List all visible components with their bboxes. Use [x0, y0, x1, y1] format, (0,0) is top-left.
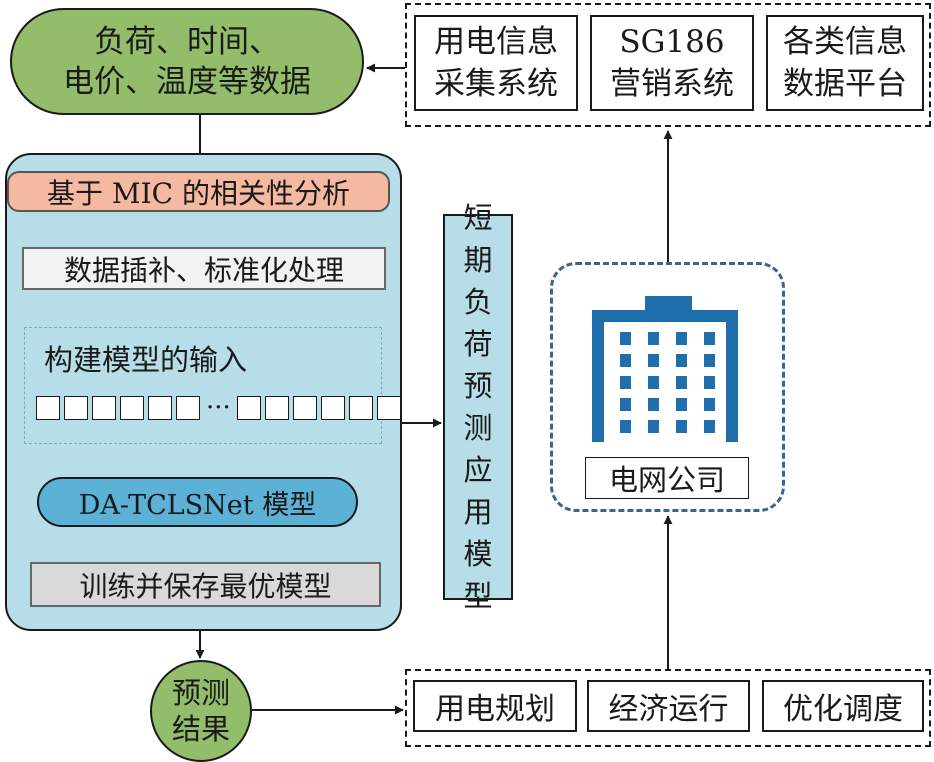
- model-input-group: [24, 327, 382, 444]
- input-square: [376, 396, 401, 420]
- system-marketing-line2: 营销系统: [610, 66, 734, 102]
- system-collection: 用电信息 采集系统: [414, 15, 578, 111]
- input-square: [36, 396, 60, 420]
- application-model-char: 负: [463, 285, 493, 319]
- model-input-title: 构建模型的输入: [44, 343, 248, 377]
- applications-group: [405, 669, 931, 747]
- input-square: [292, 396, 317, 420]
- input-square: [92, 396, 116, 420]
- building-window: [676, 398, 687, 411]
- input-square: [348, 396, 373, 420]
- data-source-line1: 负荷、时间、: [94, 23, 280, 60]
- building-window: [648, 420, 659, 433]
- building-window: [676, 332, 687, 345]
- building-window: [676, 354, 687, 367]
- application-economic: 经济运行: [587, 680, 750, 732]
- process-container: [5, 153, 402, 631]
- application-model-char: 型: [463, 579, 493, 613]
- system-marketing-line1: SG186: [619, 24, 725, 60]
- application-model-node: 短 期 负 荷 预 测 应 用 模 型: [443, 201, 513, 613]
- building-icon: [592, 296, 738, 442]
- building-window: [620, 332, 631, 345]
- system-data-platform: 各类信息 数据平台: [766, 15, 924, 111]
- input-square: [320, 396, 345, 420]
- result-node: 预测 结果: [150, 660, 252, 762]
- input-square: [176, 396, 200, 420]
- building-window: [704, 376, 715, 389]
- model-step: DA-TCLSNet 模型: [37, 477, 358, 527]
- building-window: [620, 398, 631, 411]
- input-ellipsis: ···: [206, 393, 231, 423]
- application-model-char: 应: [463, 453, 493, 487]
- building-window: [704, 354, 715, 367]
- company-frame: [550, 262, 785, 512]
- application-model-char: 用: [463, 495, 493, 529]
- system-collection-line1: 用电信息: [434, 24, 558, 60]
- input-square: [120, 396, 144, 420]
- building-window: [676, 420, 687, 433]
- building-window: [704, 332, 715, 345]
- result-line2: 结果: [171, 712, 230, 746]
- building-window: [620, 420, 631, 433]
- input-square: [236, 396, 261, 420]
- building-window: [648, 398, 659, 411]
- system-data-platform-line2: 数据平台: [783, 66, 907, 102]
- system-data-platform-line1: 各类信息: [783, 24, 907, 60]
- input-square: [148, 396, 172, 420]
- data-source-line2: 电价、温度等数据: [63, 63, 311, 100]
- building-window: [620, 354, 631, 367]
- train-step: 训练并保存最优模型: [30, 562, 381, 607]
- building-window: [648, 332, 659, 345]
- application-model-char: 模: [463, 537, 493, 571]
- data-fill-step: 数据插补、标准化处理: [22, 247, 386, 290]
- application-planning: 用电规划: [413, 680, 577, 732]
- result-line1: 预测: [171, 676, 230, 710]
- mic-analysis-step: 基于 MIC 的相关性分析: [7, 171, 390, 212]
- application-model-char: 预: [463, 369, 493, 403]
- application-model-char: 测: [463, 411, 493, 445]
- input-square: [264, 396, 289, 420]
- application-dispatch: 优化调度: [762, 680, 924, 732]
- data-source-node: 负荷、时间、 电价、温度等数据: [10, 8, 364, 115]
- building-window: [648, 376, 659, 389]
- building-window: [704, 398, 715, 411]
- application-model-char: 短: [463, 201, 493, 235]
- input-square: [64, 396, 88, 420]
- building-window: [620, 376, 631, 389]
- company-label: 电网公司: [585, 457, 749, 499]
- building-window: [676, 376, 687, 389]
- building-window: [704, 420, 715, 433]
- system-collection-line2: 采集系统: [434, 66, 558, 102]
- systems-group: [405, 3, 931, 127]
- building-window: [648, 354, 659, 367]
- application-model-char: 荷: [463, 327, 493, 361]
- system-marketing: SG186 营销系统: [590, 15, 754, 111]
- input-sequence: ···: [36, 391, 401, 425]
- application-model-char: 期: [463, 243, 493, 277]
